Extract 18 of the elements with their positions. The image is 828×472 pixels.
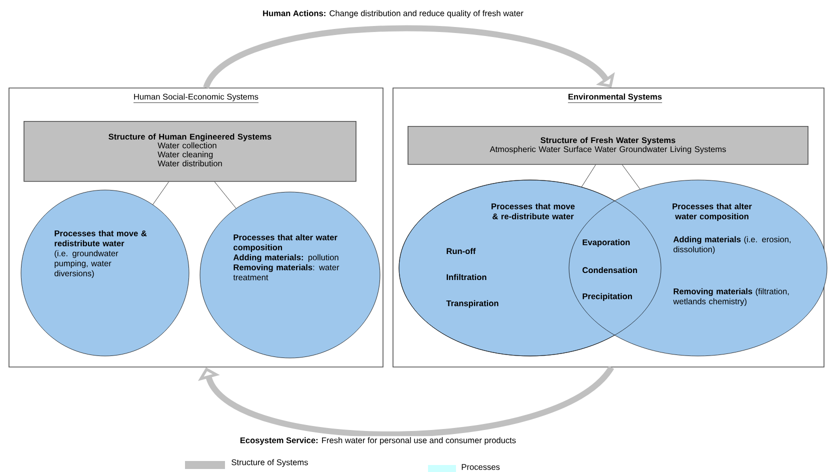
node-label: Removing materials (filtration, wetlands chemistry) bbox=[673, 288, 789, 306]
process-label: Condensation bbox=[582, 266, 638, 274]
node-label: Adding materials (i.e. erosion, dissolution) bbox=[673, 236, 791, 254]
process-label: Precipitation bbox=[582, 293, 632, 301]
legend-label: Processes bbox=[462, 464, 500, 470]
structure-box: Structure of Fresh Water Systems Atmospheric Water Surface Water Groundwater Living Systems bbox=[408, 126, 808, 165]
curved-arrow bbox=[198, 365, 614, 438]
connector-line bbox=[622, 164, 640, 190]
arrow-label: Human Actions: Change distribution and reduce quality of fresh water bbox=[263, 10, 524, 18]
arrow-label: Ecosystem Service: Fresh water for personal use and consumer products bbox=[240, 437, 516, 445]
structure-box: Structure of Human Engineered Systems Water collection Water cleaning Water distribution bbox=[24, 121, 356, 182]
curved-arrow bbox=[204, 25, 615, 90]
node-label: Processes that alter water composition bbox=[672, 203, 752, 221]
connector-line bbox=[152, 182, 169, 205]
legend-label: Structure of Systems bbox=[232, 459, 308, 467]
process-label: Evaporation bbox=[582, 239, 630, 247]
connector-line bbox=[581, 164, 596, 188]
connector-line bbox=[214, 182, 236, 209]
